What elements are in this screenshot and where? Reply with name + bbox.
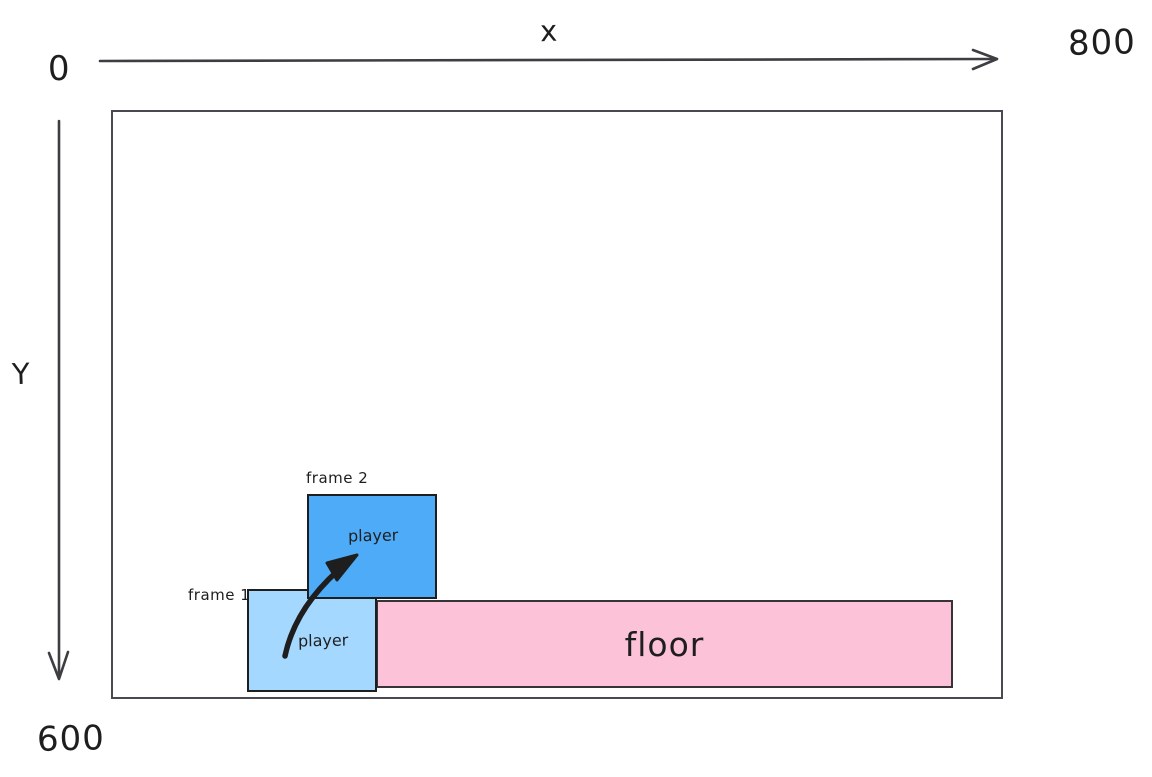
x-max-label: 800 (1067, 22, 1137, 64)
floor-rect: floor (376, 600, 953, 688)
x-axis-arrow (98, 48, 999, 71)
y-max-label: 600 (36, 718, 106, 760)
frame1-player-label: player (297, 630, 349, 651)
x-axis-label: x (539, 13, 558, 49)
frame1-caption: frame 1 (188, 586, 251, 604)
y-axis-arrow (47, 119, 70, 681)
frame2-player-label: player (347, 525, 399, 546)
floor-label: floor (624, 624, 705, 664)
origin-label: 0 (47, 48, 72, 90)
player-frame2-rect: player (307, 494, 437, 599)
y-axis-label: Y (11, 356, 31, 392)
frame2-caption: frame 2 (306, 469, 369, 487)
player-frame1-rect: player (247, 589, 377, 692)
